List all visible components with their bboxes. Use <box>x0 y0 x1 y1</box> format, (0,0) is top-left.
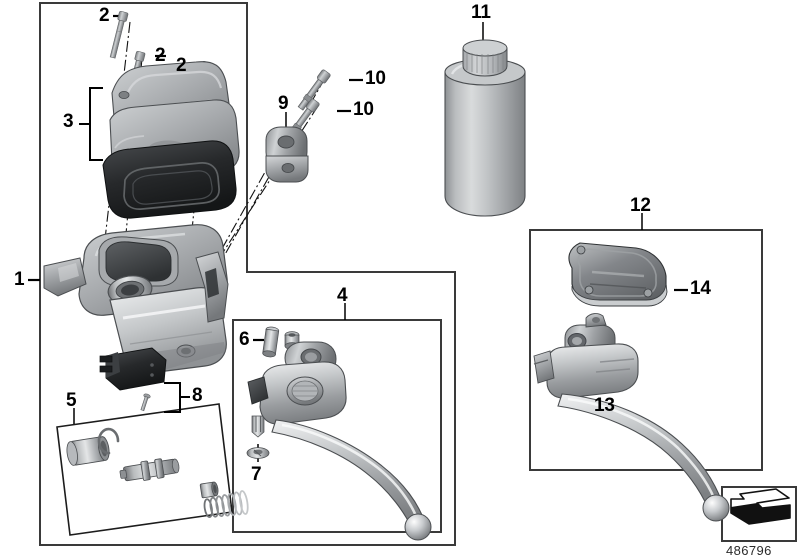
spring-icon <box>203 490 249 518</box>
callout-label-3: 3 <box>63 111 74 132</box>
group-frame-4 <box>232 319 442 533</box>
group-frame-12 <box>529 229 763 471</box>
part-9-hose-clamp-holder <box>265 126 309 183</box>
callout-label-9: 9 <box>278 93 289 114</box>
bracket-8 <box>164 382 190 413</box>
part-11-brake-fluid-bottle <box>444 39 526 217</box>
callout-label-13: 13 <box>594 395 615 416</box>
callout-label-2c: 2 <box>176 55 187 76</box>
part-13-clutch-lever <box>533 313 730 522</box>
part-14-reservoir-cover <box>568 242 668 307</box>
bracket-3 <box>79 87 103 161</box>
group-frame-1 <box>39 2 456 546</box>
callout-label-6: 6 <box>239 329 250 350</box>
callout-label-12: 12 <box>630 195 651 216</box>
callout-label-2a: 2 <box>99 5 110 26</box>
part-5-repair-kit <box>66 427 249 518</box>
part-8-brake-light-switch <box>99 347 167 412</box>
callout-label-10b: 10 <box>353 99 374 120</box>
callout-label-8: 8 <box>192 385 203 406</box>
callout-label-10a: 10 <box>365 68 386 89</box>
callout-label-7: 7 <box>251 464 262 485</box>
part-4-brake-lever <box>247 341 432 541</box>
direction-arrow-icon <box>730 488 791 525</box>
callout-label-11: 11 <box>471 2 491 23</box>
diagram-part-number: 486796 <box>726 543 772 558</box>
callout-label-14: 14 <box>690 278 711 299</box>
callout-label-5: 5 <box>66 390 77 411</box>
callout-label-1: 1 <box>14 269 25 290</box>
part-3-handlebar-clamp <box>102 61 240 219</box>
callout-label-4: 4 <box>337 285 348 306</box>
callout-label-2b: 2 <box>155 45 166 66</box>
part-1-master-cylinder-body <box>43 224 229 374</box>
part-7-pivot-pin-and-washer <box>246 415 270 459</box>
